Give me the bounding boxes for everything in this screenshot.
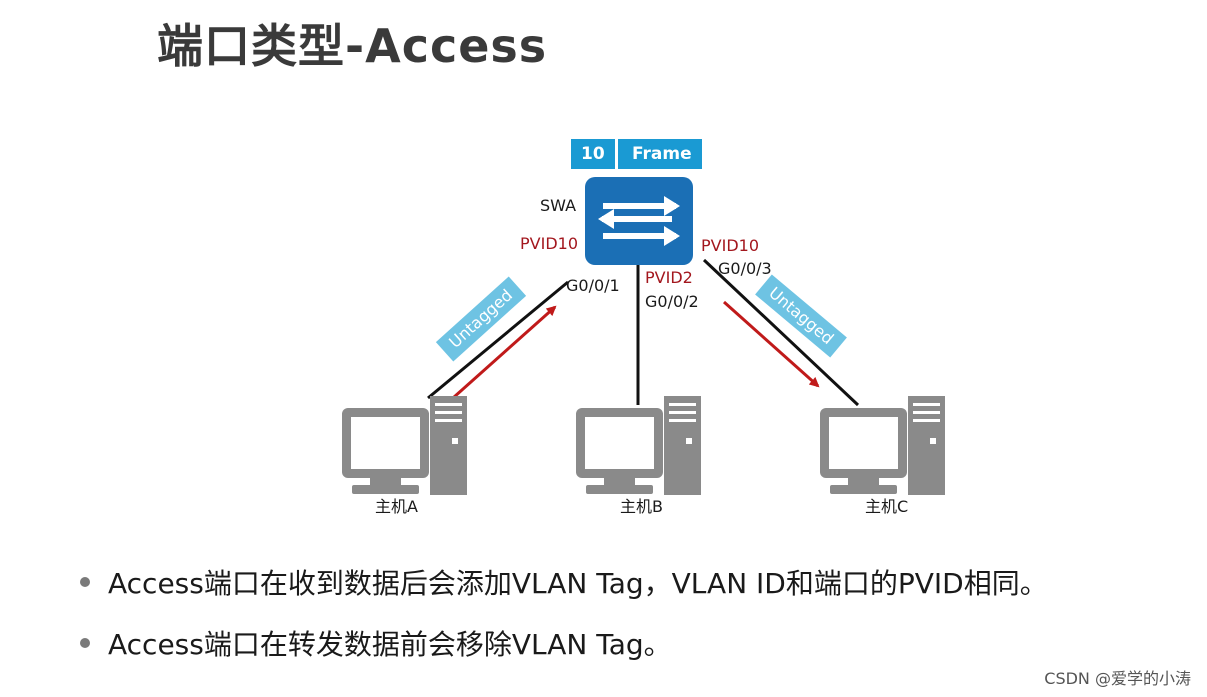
host-b-label: 主机B (620, 497, 663, 516)
host-a-label: 主机A (375, 497, 418, 516)
link-host-a (427, 280, 569, 400)
bullet-item: Access端口在转发数据前会移除VLAN Tag。 (80, 623, 672, 663)
switch-icon (585, 177, 693, 265)
host-a-icon (342, 396, 467, 495)
port3-pvid: PVID10 (701, 236, 759, 255)
port3-interface: G0/0/3 (718, 259, 772, 278)
bullet-text: Access端口在转发数据前会移除VLAN Tag。 (108, 628, 672, 661)
port1-interface: G0/0/1 (566, 276, 620, 295)
page-title: 端口类型-Access (157, 19, 548, 73)
host-c-icon (820, 396, 945, 495)
port2-pvid: PVID2 (645, 268, 693, 287)
switch-name: SWA (540, 196, 577, 215)
link-host-c (702, 258, 860, 407)
port2-interface: G0/0/2 (645, 292, 699, 311)
host-c-label: 主机C (865, 497, 909, 516)
egress-arrow (723, 300, 820, 388)
watermark: CSDN @爱学的小涛 (1044, 669, 1191, 688)
frame-label: Frame (632, 144, 692, 164)
host-b-icon (576, 396, 701, 495)
frame-vlan-id: 10 (581, 144, 605, 164)
bullet-item: Access端口在收到数据后会添加VLAN Tag，VLAN ID和端口的PVI… (80, 562, 1048, 602)
vlan-tagged-frame: 10 Frame (571, 139, 702, 169)
port1-pvid: PVID10 (520, 234, 578, 253)
bullet-dot (80, 638, 90, 648)
frame-divider (615, 139, 618, 169)
bullet-dot (80, 577, 90, 587)
bullet-text: Access端口在收到数据后会添加VLAN Tag，VLAN ID和端口的PVI… (108, 567, 1048, 600)
